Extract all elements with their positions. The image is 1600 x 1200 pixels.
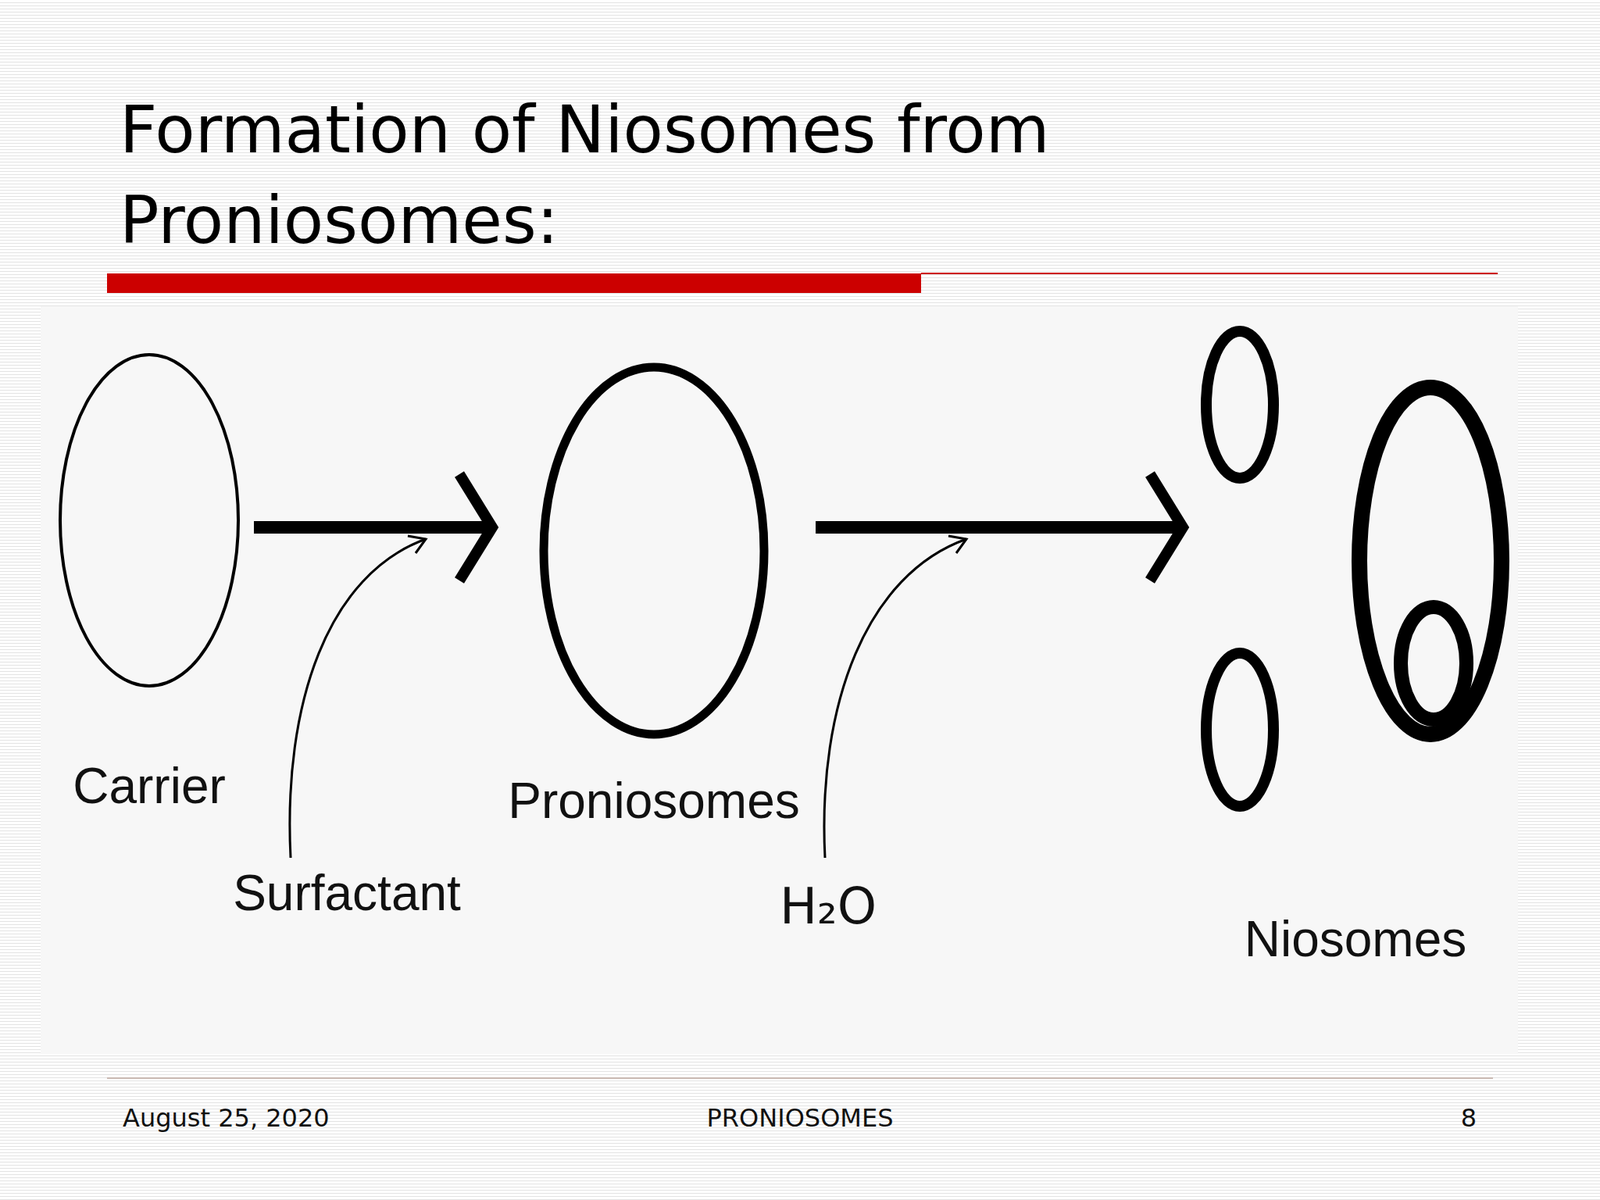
leader-line bbox=[824, 539, 967, 858]
niosome-group: Niosomes bbox=[1195, 323, 1516, 969]
footer-rule bbox=[107, 1077, 1493, 1079]
node-label: Niosomes bbox=[1195, 909, 1516, 969]
input-label: Surfactant bbox=[232, 863, 461, 924]
input-label: H₂O bbox=[779, 876, 877, 937]
title-bar-thick bbox=[107, 273, 922, 293]
image-panel bbox=[40, 306, 1518, 1054]
arrow-head bbox=[459, 474, 493, 581]
carrier-node: Carrier bbox=[57, 351, 242, 816]
vesicle-shape bbox=[539, 362, 769, 740]
footer-date: August 25, 2020 bbox=[122, 1103, 330, 1133]
title-bar-thin bbox=[921, 272, 1498, 275]
proniosome-node: Proniosomes bbox=[504, 362, 804, 831]
leader-line bbox=[289, 539, 426, 858]
arrow-shaft bbox=[815, 521, 1177, 534]
process-arrow bbox=[815, 474, 1183, 581]
slide-title: Formation of Niosomes from Proniosomes: bbox=[119, 84, 1370, 266]
node-label: Proniosomes bbox=[504, 771, 804, 831]
arrow-head bbox=[1150, 474, 1183, 581]
arrow-shaft bbox=[253, 521, 486, 534]
leader-head bbox=[407, 535, 426, 554]
node-label: Carrier bbox=[57, 756, 242, 816]
page-number: 8 bbox=[1460, 1103, 1477, 1133]
vesicle-shape bbox=[1195, 323, 1516, 816]
footer-title: PRONIOSOMES bbox=[707, 1103, 894, 1133]
leader-head bbox=[948, 535, 967, 554]
vesicle-shape bbox=[57, 351, 242, 690]
process-arrow bbox=[253, 474, 493, 581]
